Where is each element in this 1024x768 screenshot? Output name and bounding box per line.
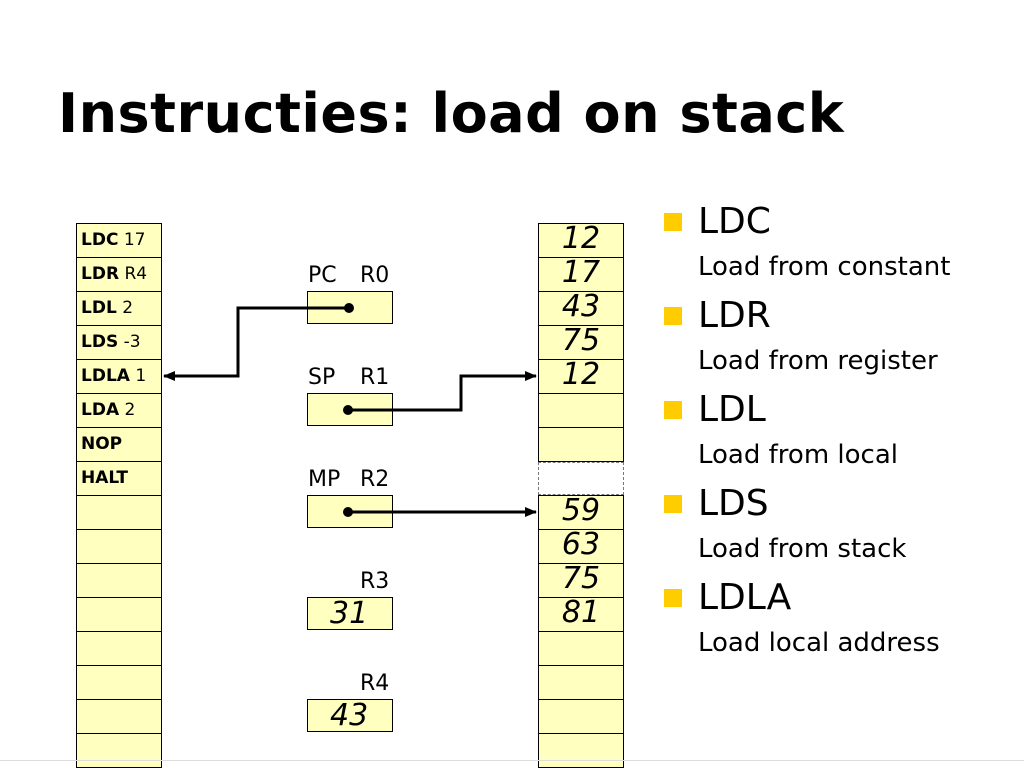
footer-divider bbox=[0, 760, 1024, 761]
code-cell: LDS -3 bbox=[76, 325, 162, 360]
code-arg: 2 bbox=[122, 298, 134, 318]
register-cell-r4: 43 bbox=[307, 699, 393, 732]
register-name: R3 bbox=[360, 569, 390, 594]
register-name: R0 bbox=[360, 263, 390, 288]
code-cell-empty bbox=[76, 529, 162, 564]
code-op: LDL bbox=[81, 298, 117, 318]
code-arg: -3 bbox=[123, 332, 141, 352]
code-cell-empty bbox=[76, 597, 162, 632]
code-arg: 1 bbox=[135, 366, 147, 386]
code-cell: HALT bbox=[76, 461, 162, 496]
code-cell: LDC 17 bbox=[76, 223, 162, 258]
list-item: LDS Load from stack bbox=[660, 482, 1020, 576]
instruction-name: LDS bbox=[698, 483, 769, 524]
instruction-name: LDC bbox=[698, 201, 771, 242]
code-cell: NOP bbox=[76, 427, 162, 462]
bullet-square-icon bbox=[664, 495, 682, 513]
code-cell: LDL 2 bbox=[76, 291, 162, 326]
code-op: LDLA bbox=[81, 366, 130, 386]
code-op: HALT bbox=[81, 468, 128, 488]
sp-pointer-arrow bbox=[348, 371, 537, 412]
bullet-square-icon bbox=[664, 307, 682, 325]
slide-title: Instructies: load on stack bbox=[58, 82, 845, 145]
list-item: LDL Load from local bbox=[660, 388, 1020, 482]
bullet-square-icon bbox=[664, 401, 682, 419]
code-cell: LDA 2 bbox=[76, 393, 162, 428]
stack-cell bbox=[538, 665, 624, 700]
code-op: LDC bbox=[81, 230, 119, 250]
stack-cell bbox=[538, 427, 624, 462]
instruction-desc: Load from register bbox=[698, 346, 938, 376]
code-cell: LDLA 1 bbox=[76, 359, 162, 394]
list-item: LDC Load from constant bbox=[660, 200, 1020, 294]
code-cell-empty bbox=[76, 699, 162, 734]
instruction-desc: Load from local bbox=[698, 440, 898, 470]
stack-gap bbox=[538, 462, 624, 495]
register-label-pc: PC bbox=[308, 264, 337, 288]
code-op: LDA bbox=[81, 400, 120, 420]
bullet-square-icon bbox=[664, 589, 682, 607]
register-alias: MP bbox=[308, 467, 341, 492]
stack-cell: 43 bbox=[538, 291, 624, 326]
pc-pointer-arrow bbox=[163, 306, 349, 381]
instruction-desc: Load local address bbox=[698, 628, 940, 658]
register-name: R1 bbox=[360, 365, 390, 390]
list-item: LDR Load from register bbox=[660, 294, 1020, 388]
register-alias: PC bbox=[308, 263, 337, 288]
instruction-name: LDLA bbox=[698, 577, 792, 618]
instruction-list: LDC Load from constant LDR Load from reg… bbox=[660, 200, 1020, 670]
register-value: 43 bbox=[330, 698, 369, 733]
code-op: LDS bbox=[81, 332, 119, 352]
stack-cell: 63 bbox=[538, 529, 624, 564]
stack-cell: 12 bbox=[538, 359, 624, 394]
code-op: NOP bbox=[81, 434, 123, 454]
stack-cell: 81 bbox=[538, 597, 624, 632]
stack-cell bbox=[538, 699, 624, 734]
code-cell-empty bbox=[76, 733, 162, 768]
code-cell-empty bbox=[76, 563, 162, 598]
code-cell-empty bbox=[76, 495, 162, 530]
bullet-square-icon bbox=[664, 213, 682, 231]
code-cell: LDR R4 bbox=[76, 257, 162, 292]
stack-cell bbox=[538, 733, 624, 768]
register-name: R2 bbox=[360, 467, 390, 492]
register-value: 31 bbox=[330, 596, 369, 631]
code-arg: 2 bbox=[124, 400, 136, 420]
code-op: LDR bbox=[81, 264, 120, 284]
code-arg: 17 bbox=[123, 230, 146, 250]
list-item: LDLA Load local address bbox=[660, 576, 1020, 670]
instruction-desc: Load from stack bbox=[698, 534, 907, 564]
register-alias: SP bbox=[308, 365, 336, 390]
instruction-desc: Load from constant bbox=[698, 252, 951, 282]
code-arg: R4 bbox=[124, 264, 148, 284]
instruction-name: LDR bbox=[698, 295, 771, 336]
register-cell-r3: 31 bbox=[307, 597, 393, 630]
code-cell-empty bbox=[76, 665, 162, 700]
instruction-name: LDL bbox=[698, 389, 766, 430]
stack-cell: 75 bbox=[538, 563, 624, 598]
register-name: R4 bbox=[360, 671, 390, 696]
